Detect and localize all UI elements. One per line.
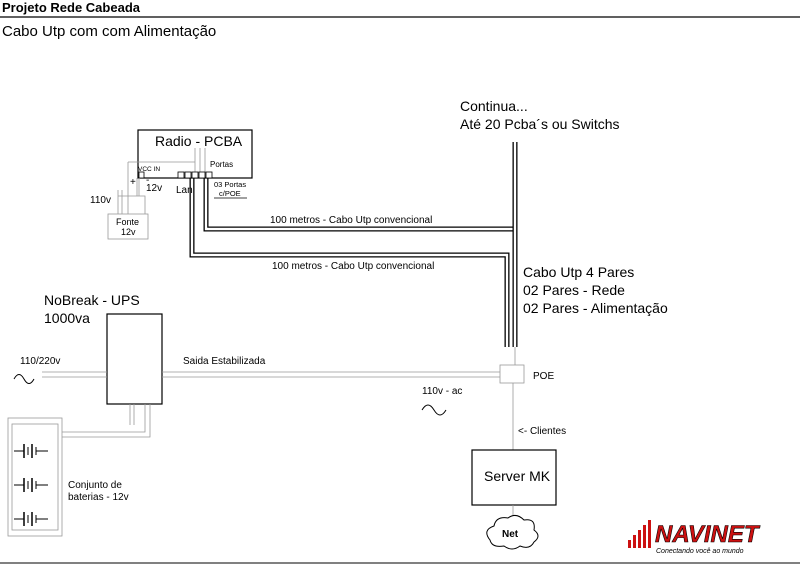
stabilized-output-line [162,371,500,378]
lan-port [177,171,185,179]
logo-bars-icon [628,520,651,548]
continua-line2: Até 20 Pcba´s ou Switchs [460,116,620,132]
server-mk-box [471,449,557,506]
battery-icon [14,512,48,526]
fonte-line1: Fonte [116,217,139,227]
ac-input-wave-icon [13,374,35,384]
poe-port [191,171,199,179]
battery-label-line1: Conjunto de [68,480,122,491]
fonte-box [107,213,149,240]
page-title: Projeto Rede Cabeada [2,0,141,15]
vcc-connector [138,171,145,179]
ac-input-label: 110/220v [20,356,60,367]
power-lead [118,195,146,214]
ac-label: 110v - ac [422,386,462,397]
voltage-label: 12v [146,183,162,194]
battery-icon [14,444,48,458]
power-lead [117,190,123,214]
ups-battery-lead [129,404,135,425]
ups-line1: NoBreak - UPS [44,292,140,308]
ac-input-line [42,371,107,378]
minus-sign: - [146,175,149,186]
ups-line2: 1000va [44,310,90,326]
vcc-in-label: VCC IN [138,166,160,173]
battery-label-line2: baterias - 12v [68,492,129,503]
clientes-label: <- Clientes [518,426,566,437]
poe-port [205,171,213,179]
poe-port [198,171,206,179]
radio-title: Radio - PCBA [155,133,243,149]
fonte-supply-label: 110v [90,195,111,206]
poe-ports-label-line1: 03 Portas [214,180,246,189]
poe-injector-box [499,364,525,384]
ups-battery-lead [62,404,151,438]
fonte-line2: 12v [121,227,136,237]
battery-bank [7,417,63,537]
server-label: Server MK [484,468,551,484]
battery-icon [14,478,48,492]
ac-wave-icon [421,404,447,416]
navinet-logo: NAVINET Conectando você ao mundo [628,520,761,555]
utp-note-line3: 02 Pares - Alimentação [523,300,668,316]
upper-utp-cable [203,178,518,347]
upper-cable-label: 100 metros - Cabo Utp convencional [270,215,432,226]
power-lead [136,178,140,196]
plus-sign: + [130,177,136,188]
net-cloud-icon [486,514,539,550]
logo-brand: NAVINET [655,521,761,548]
lower-cable-label: 100 metros - Cabo Utp convencional [272,261,434,272]
portas-label: Portas [210,160,233,169]
net-label: Net [502,529,519,540]
continua-line1: Continua... [460,98,528,114]
lower-utp-cable [189,178,510,347]
stabilized-output-label: Saida Estabilizada [183,356,266,367]
utp-note-line2: 02 Pares - Rede [523,282,625,298]
page-subtitle: Cabo Utp com com Alimentação [2,23,216,40]
lan-label: Lan [176,185,193,196]
ups-box [106,313,163,405]
logo-slogan: Conectando você ao mundo [656,548,744,555]
lan-port [184,171,192,179]
poe-label: POE [533,371,554,382]
utp-note-line1: Cabo Utp 4 Pares [523,264,634,280]
poe-ports-label-line2: c/POE [219,189,241,198]
